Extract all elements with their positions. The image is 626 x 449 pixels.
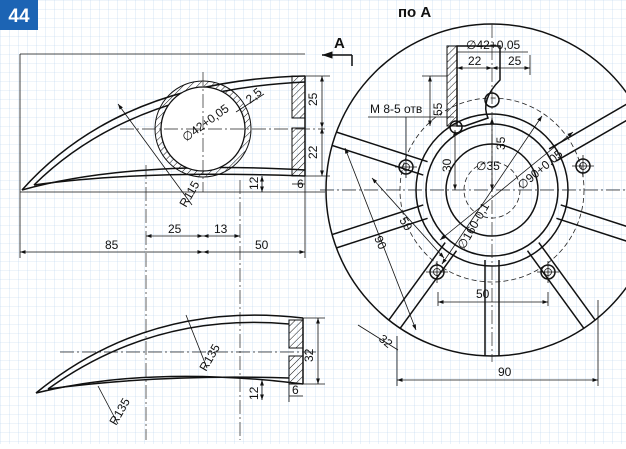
dim-width-25: 25 [508,54,522,68]
dim-height-12-bottom: 12 [247,386,261,400]
spoke-edge-2 [538,242,602,328]
dim-top-diameter: ∅42+0,05 [466,38,520,52]
view-title: по А [398,4,431,21]
dim-length-25: 25 [168,222,182,236]
dim-height-22: 22 [306,145,320,159]
dim-thickness-6: 6 [297,177,304,191]
dim-thickness-6-bottom: 6 [292,383,299,397]
dim-height-32: 32 [302,348,316,362]
spoke-edge-1 [560,204,626,239]
dim-width-22: 22 [468,54,482,68]
dim-diag-90: 90 [371,234,389,252]
dim-height-30: 30 [440,158,454,172]
view-arrow-label: А [334,35,345,52]
dim-height-35: 35 [494,136,508,150]
bolt-hole-3 [572,155,594,177]
spoke-edge-2 [526,250,590,337]
figure-number: 44 [8,6,30,27]
dim-height-55: 55 [431,102,445,116]
dim-length-50: 50 [255,238,269,252]
bolt-hole-2 [537,261,559,283]
side-view-bottom: R135 R135 32 12 6 [35,314,325,428]
bolt-hole-1 [426,261,448,283]
dim-horizontal-90: 90 [498,365,512,379]
dim-height-12: 12 [247,176,261,190]
dim-length-85: 85 [105,238,119,252]
figure-number-badge: 44 [0,0,38,30]
dim-bore-35: ∅35 [476,159,500,173]
thread-callout: М 8-5 отв [370,102,422,116]
spoke-edge-1 [556,217,626,252]
dim-length-13: 13 [214,222,228,236]
side-view-top: R115 ∅42+0,05 2,5 25 22 12 6 85 25 13 50… [19,35,353,440]
dim-horizontal-50: 50 [476,287,490,301]
dim-height-25: 25 [306,92,320,106]
